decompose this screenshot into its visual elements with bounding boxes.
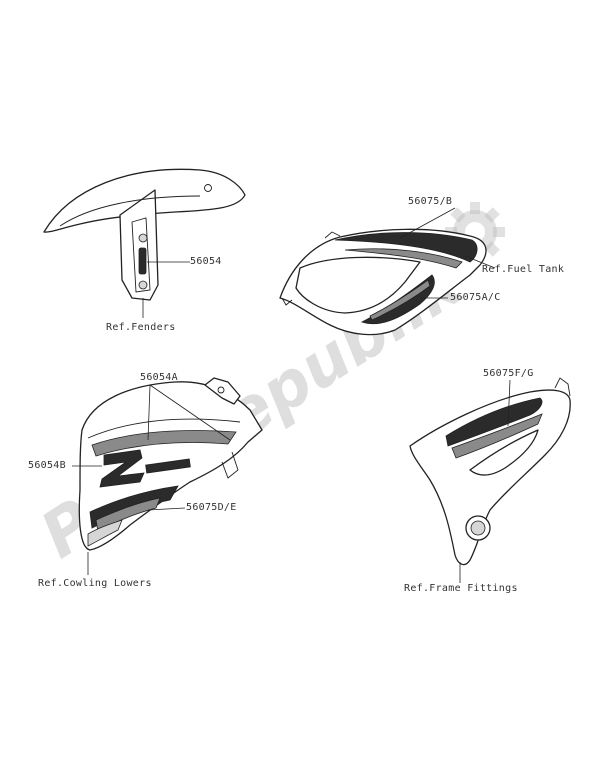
fuel-tank-part-number-ac: 56075A/C bbox=[450, 292, 501, 303]
cowling-part-number-de: 56075D/E bbox=[186, 502, 237, 513]
cowling-part-number-b: 56054B bbox=[28, 460, 66, 471]
fender-reference: Ref.Fenders bbox=[106, 322, 176, 333]
fuel-tank-reference: Ref.Fuel Tank bbox=[482, 264, 565, 275]
frame-reference: Ref.Frame Fittings bbox=[404, 583, 518, 594]
cowling-part-number-a: 56054A bbox=[140, 372, 178, 383]
fender-part-number: 56054 bbox=[190, 256, 222, 267]
front-fender-part bbox=[43, 168, 246, 301]
leader-lines bbox=[72, 207, 511, 583]
frame-cover-part bbox=[409, 377, 571, 566]
cowling-lower-part bbox=[78, 377, 263, 551]
frame-part-number-fg: 56075F/G bbox=[483, 368, 534, 379]
fuel-tank-shroud-part bbox=[279, 228, 487, 336]
fuel-tank-part-number-b: 56075/B bbox=[408, 196, 453, 207]
cowling-reference: Ref.Cowling Lowers bbox=[38, 578, 152, 589]
